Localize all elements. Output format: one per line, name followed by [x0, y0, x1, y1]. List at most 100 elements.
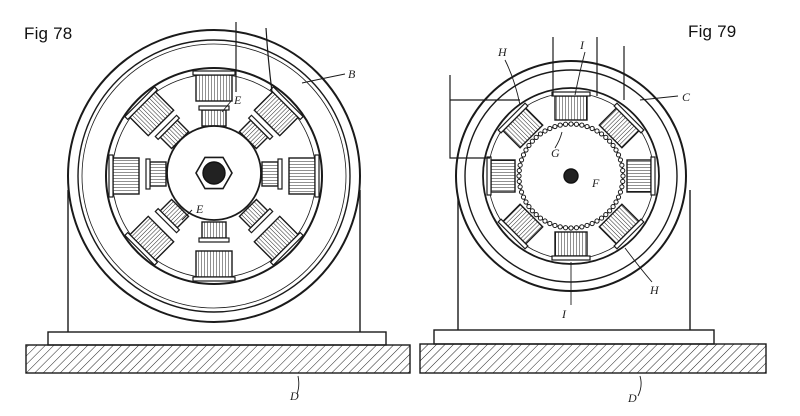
fig79-armature-tooth	[533, 212, 539, 218]
fig79-label-I-bottom: I	[561, 307, 567, 321]
fig79-armature-tooth	[615, 152, 622, 158]
fig78-outer-coil	[124, 215, 175, 266]
fig79-armature-tooth	[617, 189, 624, 195]
fig79-armature-teeth	[516, 121, 626, 231]
fig78-frame-inner-edge-2	[81, 43, 347, 309]
fig79-armature-tooth	[568, 121, 574, 127]
fig79-armature-tooth	[547, 125, 553, 132]
fig78-outer-coil	[192, 250, 236, 282]
fig79-armature-tooth	[568, 225, 574, 231]
fig-78-drawing	[25, 22, 411, 395]
fig79-lead-wire-left	[449, 75, 490, 159]
fig79-armature-tooth	[526, 142, 532, 149]
fig79-armature-tooth	[516, 167, 522, 174]
fig79-armature-tooth	[562, 121, 569, 127]
fig79-armature-tooth	[589, 220, 595, 227]
fig79-armature-tooth	[516, 178, 522, 185]
fig79-label-I-top: I	[579, 38, 585, 52]
fig79-armature-tooth	[552, 222, 558, 229]
fig78-outer-coil	[192, 70, 236, 102]
fig78-outer-coil	[124, 86, 175, 137]
fig78-shaft	[202, 161, 226, 185]
fig79-armature-tooth	[598, 131, 605, 137]
fig78-inner-coil	[154, 198, 190, 234]
fig79-armature-tooth	[619, 162, 625, 168]
fig79-armature-tooth	[523, 147, 529, 153]
fig79-armature-tooth	[610, 203, 616, 210]
fig79-armature-tooth	[584, 222, 590, 229]
fig78-label-E-bottom: E	[195, 202, 204, 216]
fig79-armature-tooth	[598, 215, 605, 221]
fig-79-drawing	[419, 37, 767, 397]
fig78-label-D: D	[289, 389, 299, 403]
fig79-armature-tooth	[562, 225, 569, 231]
fig79-armature-tooth	[573, 225, 580, 231]
fig79-armature-tooth	[603, 212, 609, 218]
fig79-label-H-bottom: H	[649, 283, 660, 297]
fig78-lead-wire-2	[265, 27, 273, 93]
fig78-outer-coil	[288, 154, 320, 198]
fig79-pole-coil	[497, 203, 544, 250]
fig79-armature-tooth	[557, 122, 563, 128]
fig79-armature-tooth	[620, 178, 626, 185]
fig79-armature-tooth	[603, 134, 609, 140]
fig79-label-C: C	[682, 90, 691, 104]
fig79-label-D: D	[627, 391, 637, 405]
fig78-inner-coil	[238, 198, 274, 234]
fig79-armature-tooth	[579, 224, 585, 230]
fig79-pole-coil	[497, 102, 544, 149]
fig79-label-G: G	[551, 146, 560, 160]
fig79-armature-tooth	[518, 157, 525, 163]
fig79-armature-tooth	[619, 184, 625, 190]
fig78-inner-pole-coils	[145, 105, 283, 243]
fig79-armature-tooth	[520, 152, 527, 158]
fig79-armature-tooth	[542, 128, 548, 134]
fig78-inner-ring	[105, 67, 323, 285]
fig79-armature-tooth	[607, 138, 613, 144]
fig79-armature-tooth	[613, 199, 619, 205]
fig78-inner-coil	[145, 158, 167, 190]
fig79-armature-tooth	[579, 122, 585, 128]
fig78-base-plate	[47, 331, 387, 346]
fig79-armature-tooth	[617, 157, 624, 163]
fig78-frame-inner-edge	[77, 39, 351, 313]
fig79-armature-tooth	[537, 131, 544, 137]
fig79-armature-tooth	[537, 215, 544, 221]
fig79-armature-tooth	[517, 162, 523, 168]
fig79-armature-tooth	[542, 218, 548, 224]
fig79-armature-tooth	[620, 173, 626, 179]
fig79-armature-tooth	[620, 167, 626, 174]
fig79-armature-tooth	[589, 125, 595, 132]
fig79-armature-tooth	[547, 220, 553, 227]
fig79-pole-coil	[598, 203, 645, 250]
fig-79-title: Fig 79	[688, 22, 737, 41]
fig78-outer-coil	[108, 154, 140, 198]
fig79-armature-tooth	[526, 203, 532, 210]
fig-78-title: Fig 78	[24, 24, 73, 43]
fig79-pedestal	[457, 190, 691, 330]
fig79-base-plate	[433, 329, 715, 345]
fig78-foundation	[25, 344, 411, 374]
fig79-pole-coil	[551, 91, 591, 121]
fig78-outer-coil	[253, 215, 304, 266]
fig79-armature-tooth	[607, 208, 613, 214]
fig79-label-F: F	[591, 176, 600, 190]
fig79-armature-tooth	[518, 189, 525, 195]
fig79-armature-tooth	[594, 128, 600, 134]
fig79-armature-tooth	[610, 142, 616, 149]
fig79-armature-tooth	[529, 208, 535, 214]
fig79-armature-tooth	[613, 147, 619, 153]
fig79-armature-tooth	[557, 224, 563, 230]
fig79-armature-tooth	[533, 134, 539, 140]
fig78-pedestal	[67, 190, 361, 335]
fig79-armature-tooth	[615, 194, 622, 200]
fig79-foundation	[419, 343, 767, 374]
fig78-inner-coil	[198, 221, 230, 243]
fig79-armature-tooth	[516, 173, 522, 179]
fig78-label-B: B	[348, 67, 356, 81]
fig78-inner-coil	[261, 158, 283, 190]
fig79-armature-tooth	[552, 123, 558, 130]
fig79-armature-tooth	[594, 218, 600, 224]
